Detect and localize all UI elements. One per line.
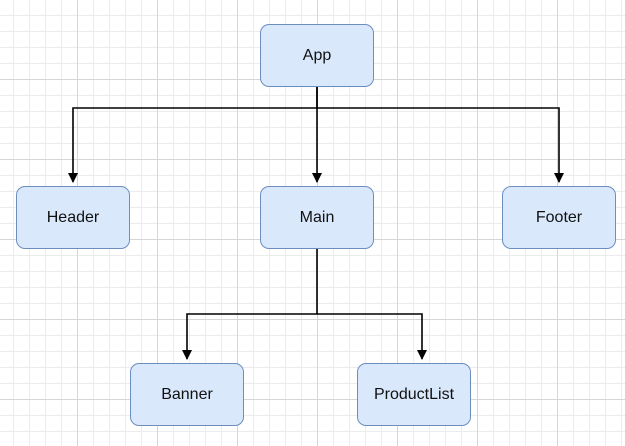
node-label: Banner (161, 385, 213, 403)
node-label: ProductList (373, 385, 455, 403)
node-main[interactable]: Main (260, 186, 374, 249)
edge-main-productlist (317, 313, 427, 360)
node-banner[interactable]: Banner (130, 363, 244, 426)
edge-main-banner (182, 249, 318, 360)
node-productlist[interactable]: ProductList (357, 363, 471, 426)
node-label: Header (46, 208, 100, 226)
edge-app-footer (317, 107, 564, 183)
node-header[interactable]: Header (16, 186, 130, 249)
node-footer[interactable]: Footer (502, 186, 616, 249)
node-label: Footer (535, 208, 583, 226)
node-label: Main (299, 208, 335, 226)
node-app[interactable]: App (260, 24, 374, 87)
node-label: App (302, 46, 332, 64)
edge-app-header (68, 87, 318, 183)
